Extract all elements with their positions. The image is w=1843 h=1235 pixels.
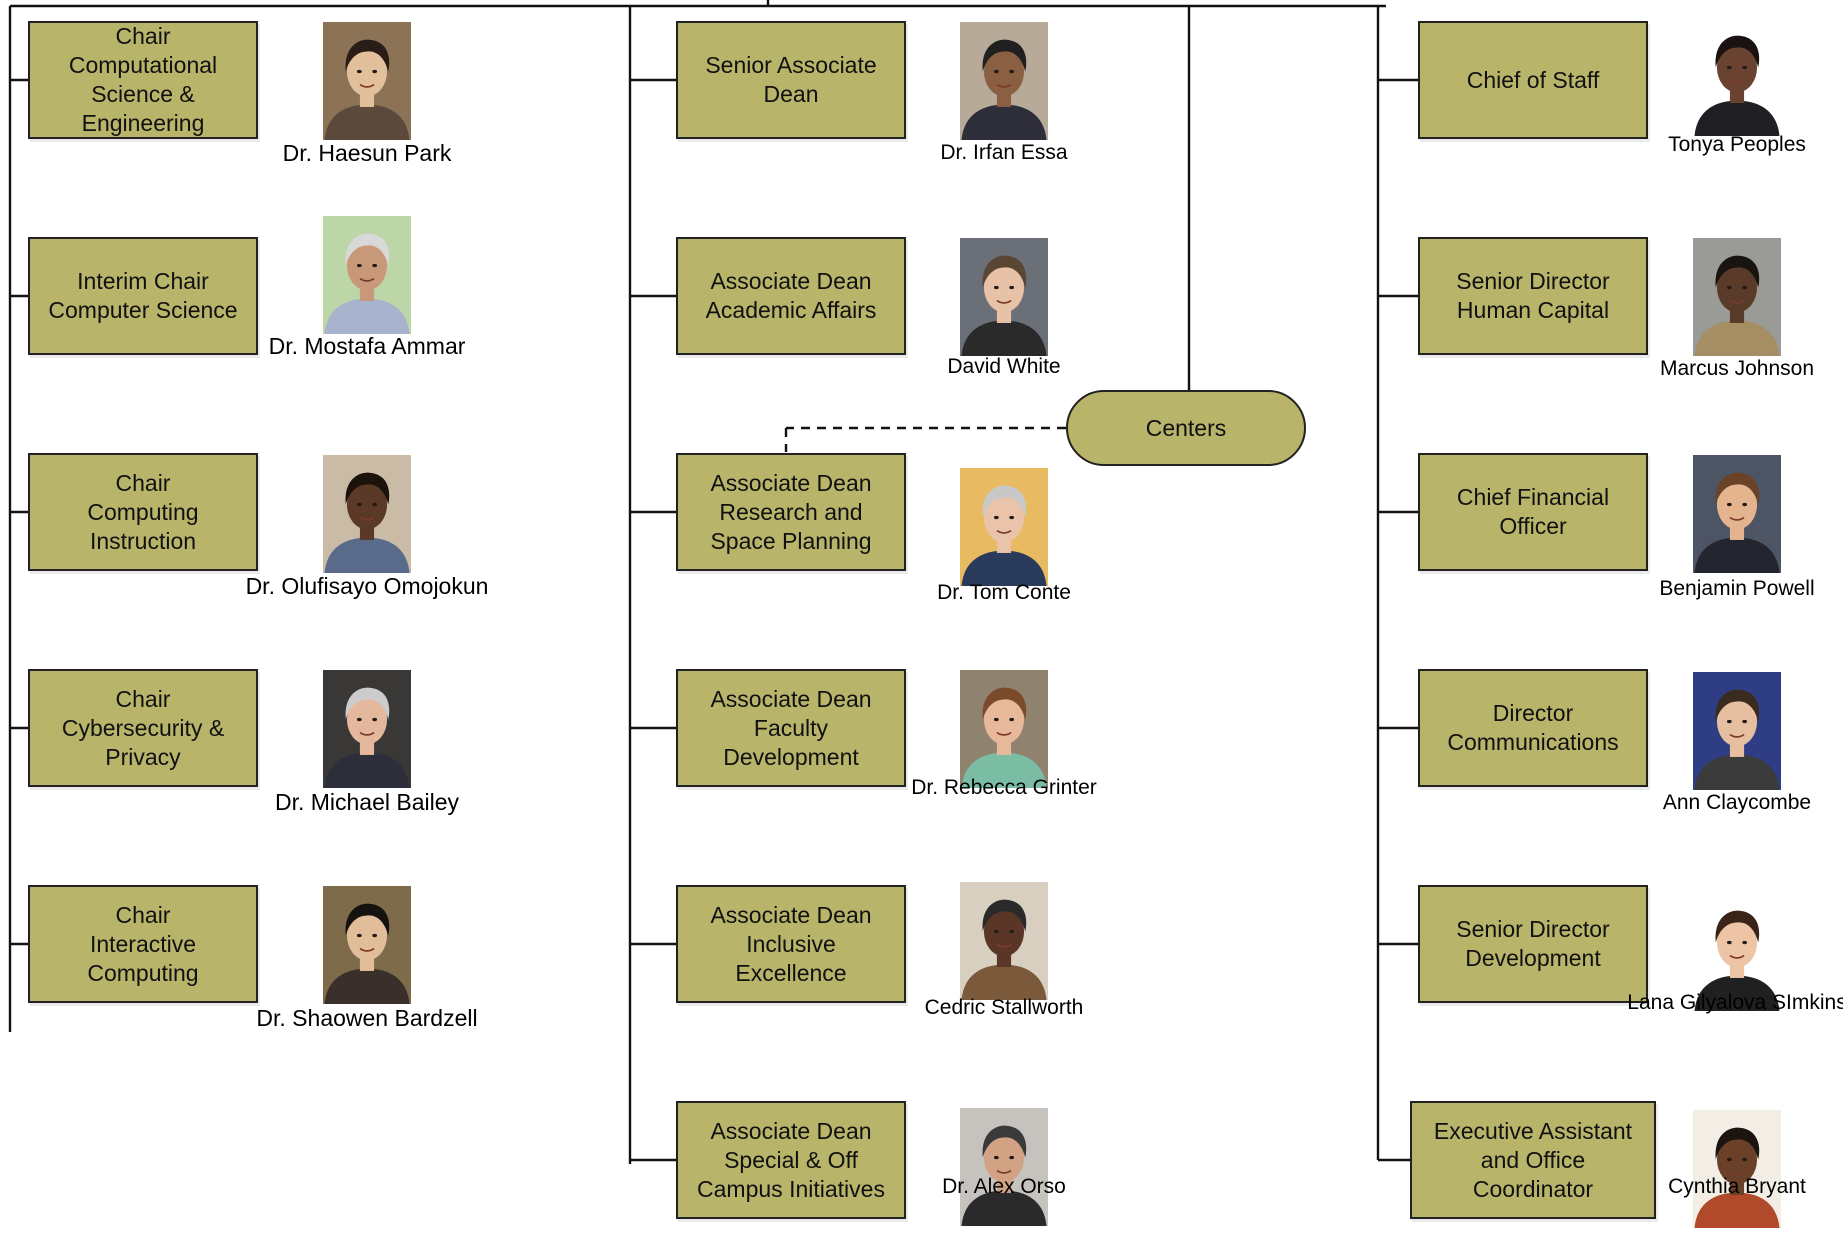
person-name: Marcus Johnson (1659, 357, 1815, 380)
portrait-photo (960, 238, 1048, 356)
person-name: Ann Claycombe (1662, 791, 1812, 814)
portrait-photo (1693, 1110, 1781, 1228)
portrait-photo (1693, 893, 1781, 1011)
role-box[interactable]: Senior Director Human Capital (1418, 237, 1648, 355)
role-box[interactable]: Associate Dean Research and Space Planni… (676, 453, 906, 571)
role-box[interactable]: Chair Computational Science & Engineerin… (28, 21, 258, 139)
portrait-photo (960, 670, 1048, 788)
role-box[interactable]: Senior Director Development (1418, 885, 1648, 1003)
person-name: Dr. Tom Conte (937, 581, 1071, 604)
person-name: Lana Gilyalova SImkins (1627, 991, 1843, 1014)
portrait-photo (1693, 672, 1781, 790)
role-box[interactable]: Chair Computing Instruction (28, 453, 258, 571)
role-box[interactable]: Chair Interactive Computing (28, 885, 258, 1003)
portrait-photo (323, 455, 411, 573)
person-name: Cynthia Bryant (1668, 1175, 1806, 1198)
person-name: Benjamin Powell (1659, 577, 1815, 600)
person-name: Dr. Mostafa Ammar (268, 333, 466, 359)
portrait-photo (960, 882, 1048, 1000)
centers-node[interactable]: Centers (1066, 390, 1306, 466)
role-box[interactable]: Associate Dean Inclusive Excellence (676, 885, 906, 1003)
person-name: Dr. Alex Orso (942, 1175, 1066, 1198)
person-name: Dr. Olufisayo Omojokun (245, 573, 489, 599)
portrait-photo (323, 670, 411, 788)
person-name: David White (947, 355, 1061, 378)
person-name: Tonya Peoples (1668, 133, 1806, 156)
role-box[interactable]: Executive Assistant and Office Coordinat… (1410, 1101, 1656, 1219)
role-box[interactable]: Chair Cybersecurity & Privacy (28, 669, 258, 787)
role-box[interactable]: Associate Dean Special & Off Campus Init… (676, 1101, 906, 1219)
portrait-photo (1693, 238, 1781, 356)
portrait-photo (323, 886, 411, 1004)
portrait-photo (1693, 455, 1781, 573)
role-box[interactable]: Interim Chair Computer Science (28, 237, 258, 355)
role-box[interactable]: Associate Dean Academic Affairs (676, 237, 906, 355)
portrait-photo (1693, 18, 1781, 136)
role-box[interactable]: Chief of Staff (1418, 21, 1648, 139)
role-box[interactable]: Chief Financial Officer (1418, 453, 1648, 571)
portrait-photo (323, 216, 411, 334)
portrait-photo (960, 468, 1048, 586)
role-box[interactable]: Associate Dean Faculty Development (676, 669, 906, 787)
person-name: Dr. Irfan Essa (940, 141, 1068, 164)
portrait-photo (960, 22, 1048, 140)
person-name: Dr. Haesun Park (282, 140, 452, 166)
portrait-photo (960, 1108, 1048, 1226)
role-box[interactable]: Senior Associate Dean (676, 21, 906, 139)
portrait-photo (323, 22, 411, 140)
person-name: Cedric Stallworth (924, 996, 1084, 1019)
person-name: Dr. Rebecca Grinter (911, 776, 1097, 799)
person-name: Dr. Michael Bailey (274, 789, 460, 815)
role-box[interactable]: Director Communications (1418, 669, 1648, 787)
person-name: Dr. Shaowen Bardzell (256, 1005, 478, 1031)
